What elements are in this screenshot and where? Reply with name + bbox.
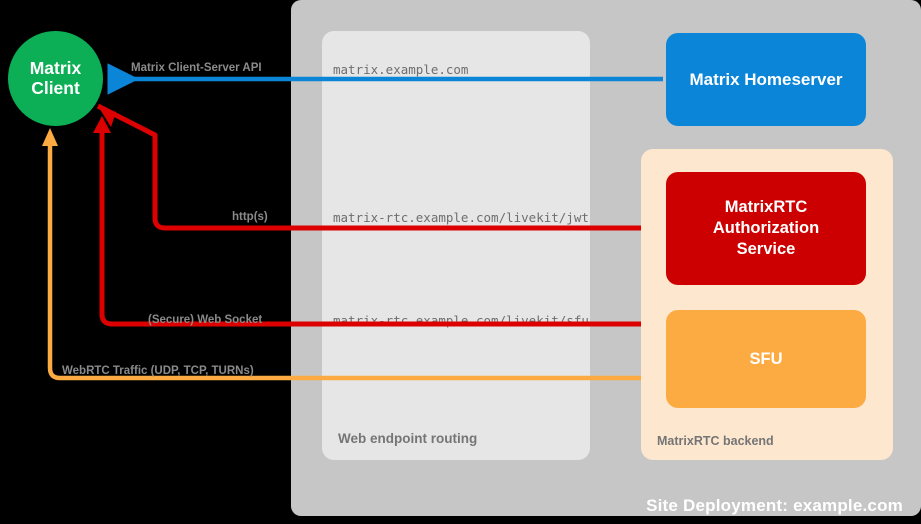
- flow-line-https: [96, 103, 655, 231]
- node-matrixrtc-authorization-service[interactable]: MatrixRTC Authorization Service: [666, 172, 866, 285]
- flow-label-websocket: (Secure) Web Socket: [148, 314, 263, 326]
- flow-label-matrix-client-server-api: Matrix Client-Server API: [131, 62, 262, 74]
- flow-arrowhead-webrtc-client: [42, 128, 58, 146]
- backend-box-title: MatrixRTC backend: [657, 434, 774, 448]
- node-sfu[interactable]: SFU: [666, 310, 866, 408]
- web-endpoint-routing-container: [322, 31, 590, 460]
- site-deployment-title: Site Deployment: example.com: [646, 496, 903, 515]
- flow-arrowhead-https: [98, 106, 116, 127]
- matrix-client-label-line2: Client: [31, 77, 80, 98]
- flow-arrowhead-websocket: [93, 116, 111, 133]
- flow-label-webrtc-traffic: WebRTC Traffic (UDP, TCP, TURNs): [62, 365, 254, 377]
- flow-line-websocket: [99, 122, 655, 327]
- auth-service-label-line1: MatrixRTC: [724, 197, 808, 216]
- matrix-homeserver-label: Matrix Homeserver: [689, 69, 843, 89]
- flow-line-webrtc: [47, 140, 655, 381]
- auth-service-label-line3: Service: [736, 240, 796, 259]
- node-matrix-homeserver[interactable]: Matrix Homeserver: [666, 33, 866, 126]
- node-matrix-client[interactable]: Matrix Client: [8, 31, 103, 126]
- matrix-client-label-line1: Matrix: [29, 57, 82, 78]
- auth-service-label-line2: Authorization: [712, 218, 820, 237]
- flow-label-https: http(s): [232, 211, 268, 223]
- sfu-label: SFU: [749, 349, 783, 368]
